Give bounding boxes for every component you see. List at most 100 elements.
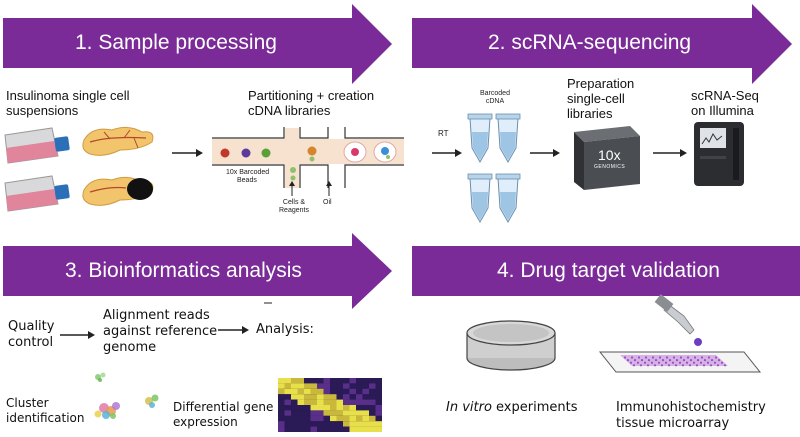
tma-core [633, 359, 637, 362]
heatmap-cell [343, 426, 350, 432]
heatmap-cell [343, 421, 350, 427]
step-4-title: 4. Drug target validation [497, 259, 720, 282]
heatmap-cell [375, 394, 382, 400]
tma-core [716, 364, 720, 367]
heatmap-cell [362, 415, 369, 422]
alignment-label: Alignment reads against reference genome [103, 308, 217, 356]
tma-core [668, 359, 672, 362]
tube-icon [467, 113, 493, 164]
heatmap-cell [310, 388, 317, 395]
heatmap-cell [304, 410, 311, 416]
tma-core [660, 364, 664, 367]
heatmap-cell [310, 421, 317, 427]
heatmap-cell [278, 415, 285, 422]
tissue-microarray-icon [598, 351, 762, 373]
heatmap-cell [343, 383, 350, 389]
cluster-label-line2: identification [6, 411, 85, 425]
barcoded-label-line1: Barcoded [480, 90, 510, 97]
heatmap-cell [297, 410, 304, 416]
heatmap-cell [349, 388, 356, 395]
heatmap-cell [323, 388, 330, 395]
tma-core [674, 364, 678, 367]
heatmap-cell [336, 388, 343, 395]
heatmap-cell [375, 383, 382, 389]
preparation-label-line1: Preparation [567, 76, 635, 91]
tma-core [689, 359, 693, 362]
heatmap-cell [310, 399, 317, 405]
heatmap-cell [375, 415, 382, 422]
pancreas-icon [82, 126, 154, 156]
heatmap-cell [317, 388, 324, 395]
heatmap-cell [356, 378, 363, 384]
tma-core [626, 359, 630, 362]
heatmap-cell [362, 426, 369, 432]
heatmap-cell [284, 394, 291, 400]
heatmap-cell [304, 405, 311, 411]
tma-core [710, 359, 714, 362]
tma-core [703, 359, 707, 362]
heatmap-cell [284, 378, 291, 384]
heatmap-cell [297, 383, 304, 389]
tma-core [651, 356, 655, 359]
heatmap-cell [317, 410, 324, 416]
tma-core [699, 361, 703, 364]
heatmap-cell [278, 378, 285, 384]
tube-icon [467, 173, 493, 224]
heatmap-cell [336, 421, 343, 427]
in-vitro-rest: experiments [491, 400, 578, 415]
heatmap-cell [278, 421, 285, 427]
heatmap-cell [369, 426, 376, 432]
sequencing-label: scRNA-Seq on Illumina [691, 88, 759, 118]
heatmap-cell [369, 399, 376, 405]
tumor-pancreas-icon [82, 176, 154, 206]
flask-icon [4, 175, 70, 212]
heatmap-cell [330, 421, 337, 427]
heatmap-cell [310, 410, 317, 416]
heatmap-cell [310, 415, 317, 422]
ihc-label: Immunohistochemistry tissue microarray [616, 400, 766, 432]
heatmap-cell [369, 421, 376, 427]
tma-core [717, 359, 721, 362]
heatmap-cell [297, 388, 304, 395]
diff-label-line1: Differential gene [173, 400, 274, 414]
heatmap-cell [304, 394, 311, 400]
tma-core [665, 356, 669, 359]
tma-core [707, 356, 711, 359]
heatmap-cell [291, 378, 298, 384]
step1-banner [3, 4, 392, 84]
heatmap-cell [284, 415, 291, 422]
heatmap-cell [284, 405, 291, 411]
heatmap-cell [369, 394, 376, 400]
tma-core [632, 364, 636, 367]
heatmap-cell [278, 394, 285, 400]
heatmap-cell [310, 394, 317, 400]
heatmap-cell [310, 378, 317, 384]
tma-core [714, 356, 718, 359]
heatmap-cell [278, 383, 285, 389]
heatmap-cell [291, 388, 298, 395]
heatmap-cell [349, 421, 356, 427]
tma-core [640, 359, 644, 362]
heatmap-cell [343, 388, 350, 395]
tma-core [671, 361, 675, 364]
tma-core [658, 356, 662, 359]
heatmap-cell [362, 383, 369, 389]
heatmap-cell [278, 388, 285, 395]
tma-core [661, 359, 665, 362]
heatmap-cell [304, 415, 311, 422]
tma-core [685, 361, 689, 364]
heatmap-cell [310, 426, 317, 432]
tma-core [702, 364, 706, 367]
tma-core [647, 359, 651, 362]
heatmap-cell [356, 421, 363, 427]
rt-label: RT [438, 129, 449, 138]
tma-core [706, 361, 710, 364]
heatmap-cell [317, 378, 324, 384]
heatmap-cell [291, 421, 298, 427]
heatmap-cell [343, 415, 350, 422]
tma-core [696, 359, 700, 362]
microfluidic-chip [212, 127, 404, 196]
heatmap-cell [330, 383, 337, 389]
heatmap-cell [349, 394, 356, 400]
